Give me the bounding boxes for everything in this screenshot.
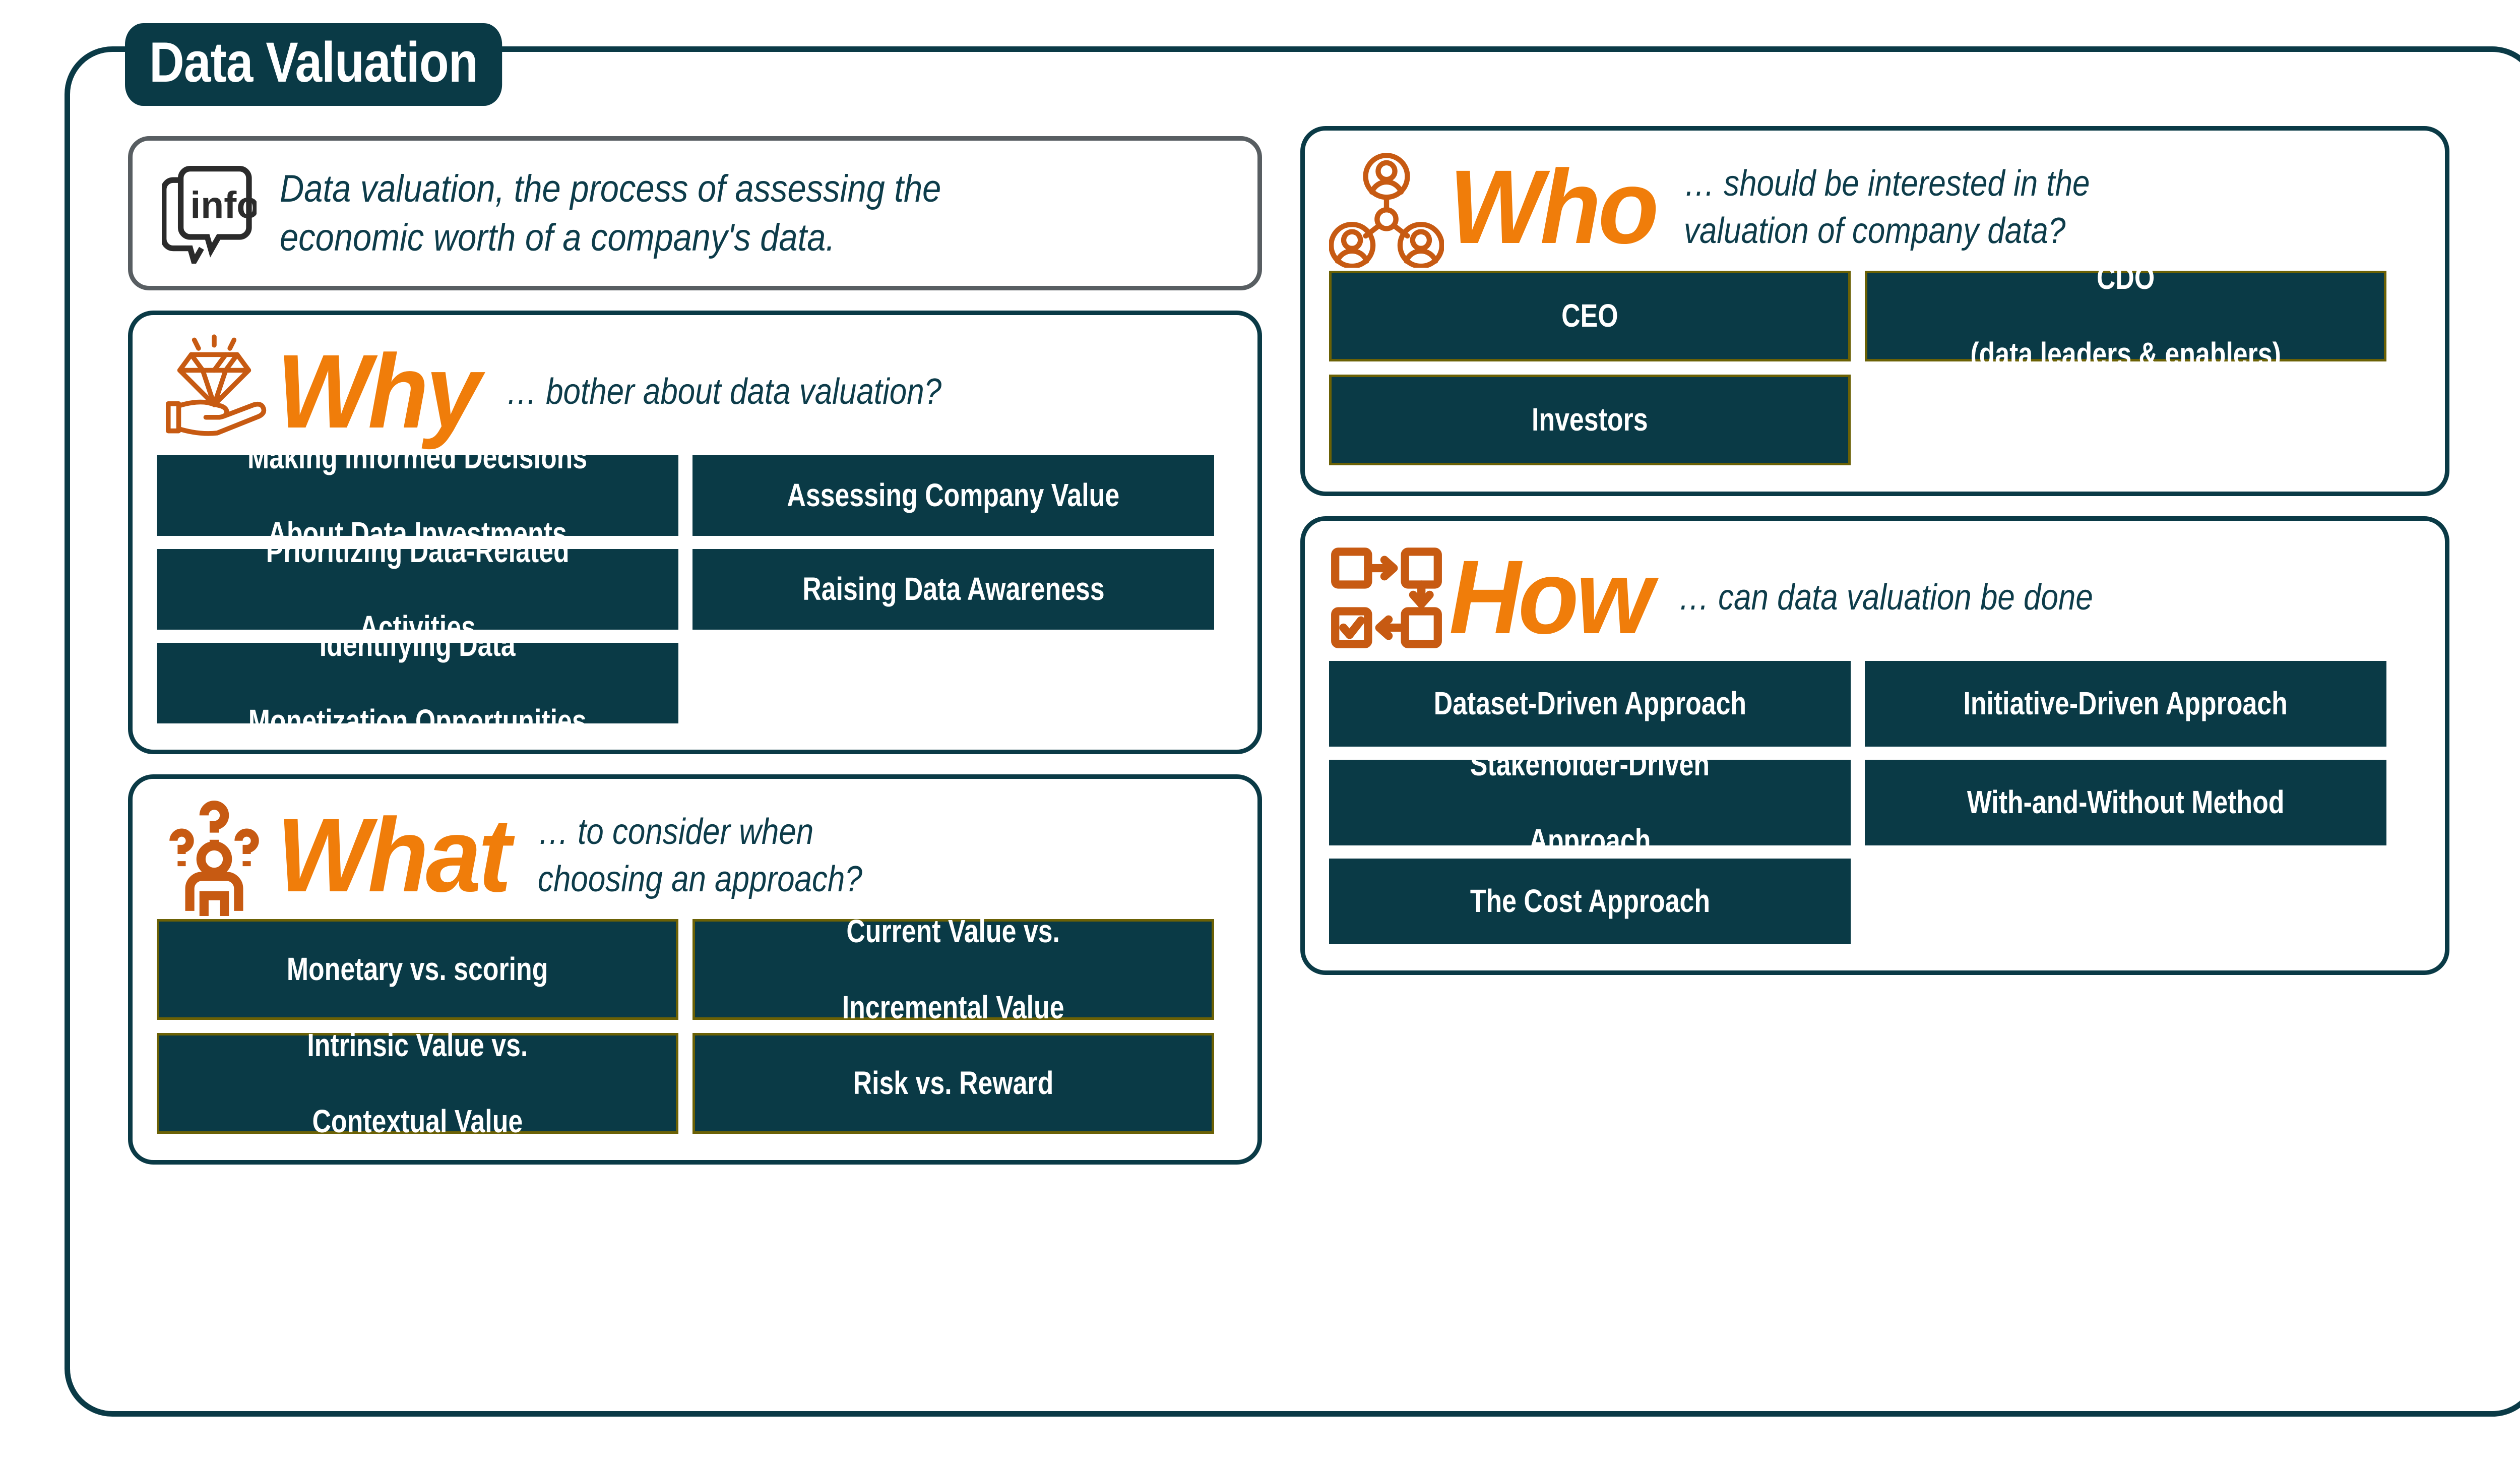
section-subtitle-what: … to consider when choosing an approach?: [538, 809, 862, 903]
info-text-line-1: Data valuation, the process of assessing…: [280, 167, 941, 210]
page-title: Data Valuation: [125, 23, 502, 106]
tile-line: Intrinsic Value vs.: [307, 1026, 528, 1063]
info-speech-bubble-icon: info: [161, 163, 260, 269]
section-subtitle-how: … can data valuation be done: [1678, 577, 2093, 618]
tile-raising-data-awareness[interactable]: Raising Data Awareness: [692, 549, 1214, 630]
tile-grid-how: Dataset-Driven Approach Initiative-Drive…: [1305, 661, 2445, 968]
spacer: [1300, 496, 2449, 516]
tile-grid-what: Monetary vs. scoring Current Value vs. In…: [133, 913, 1257, 1158]
section-subtitle-why: … bother about data valuation?: [506, 372, 942, 412]
tile-ceo[interactable]: CEO: [1329, 271, 1851, 361]
tile-line: Making Informed Decisions: [247, 439, 588, 475]
subtitle-line: … should be interested in the: [1684, 163, 2090, 204]
tile-line: (data leaders & enablers): [1970, 335, 2281, 372]
section-header-who: Who … should be interested in the valuat…: [1305, 131, 2445, 271]
tile-cdo[interactable]: CDO (data leaders & enablers): [1865, 260, 2386, 372]
tile-line: Risk vs. Reward: [853, 1065, 1054, 1102]
tile-line: Assessing Company Value: [787, 477, 1120, 514]
process-flow-checkmark-icon: [1329, 538, 1444, 658]
subtitle-line: valuation of company data?: [1684, 211, 2066, 251]
spacer: [128, 290, 1262, 311]
section-word-who: Who: [1449, 149, 1659, 266]
svg-text:info: info: [190, 184, 257, 226]
tile-line: Incremental Value: [842, 989, 1064, 1025]
tile-line: Raising Data Awareness: [802, 571, 1105, 607]
tile-line: With-and-Without Method: [1967, 784, 2285, 821]
tile-with-and-without-method[interactable]: With-and-Without Method: [1865, 760, 2386, 845]
left-column: info Data valuation, the process of asse…: [128, 136, 1262, 1165]
tile-line: The Cost Approach: [1470, 883, 1710, 920]
tile-line: Current Value vs.: [846, 912, 1060, 949]
section-header-how: How … can data valuation be done: [1305, 521, 2445, 661]
tile-line: Monetary vs. scoring: [287, 951, 548, 988]
section-word-why: Why: [277, 333, 481, 451]
tile-grid-who: CEO CDO (data leaders & enablers) Investo…: [1305, 260, 2445, 490]
tile-line: Contextual Value: [312, 1103, 523, 1139]
tile-line: Activities: [359, 608, 476, 645]
tile-line: Prioritizing Data-Related: [266, 532, 570, 569]
section-subtitle-who: … should be interested in the valuation …: [1684, 160, 2090, 255]
tile-line: CEO: [1561, 297, 1618, 334]
section-panel-why: Why … bother about data valuation? Makin…: [128, 311, 1262, 754]
tile-line: Identifying Data: [320, 626, 516, 663]
tile-line: Dataset-Driven Approach: [1433, 685, 1746, 722]
section-header-why: Why … bother about data valuation?: [133, 315, 1257, 455]
spacer: [128, 754, 1262, 774]
info-text: Data valuation, the process of assessing…: [280, 164, 1031, 263]
subtitle-line: choosing an approach?: [538, 859, 863, 899]
tile-investors[interactable]: Investors: [1329, 375, 1851, 465]
section-header-what: What … to consider when choosing an appr…: [133, 779, 1257, 919]
section-panel-what: What … to consider when choosing an appr…: [128, 774, 1262, 1165]
diamond-in-hand-icon: [157, 332, 272, 452]
tile-risk-vs-reward[interactable]: Risk vs. Reward: [692, 1033, 1214, 1134]
tile-line: Approach: [1529, 822, 1651, 859]
info-text-line-2: economic worth of a company's data.: [280, 216, 835, 259]
section-word-how: How: [1449, 539, 1654, 656]
tile-assessing-company-value[interactable]: Assessing Company Value: [692, 455, 1214, 536]
tile-initiative-driven-approach[interactable]: Initiative-Driven Approach: [1865, 661, 2386, 747]
tile-line: About Data Investments: [268, 515, 568, 552]
tile-line: Stakeholder-Driven: [1470, 746, 1710, 782]
subtitle-line: … to consider when: [538, 812, 814, 852]
tile-line: Monetization Opportunities: [248, 702, 587, 739]
tile-dataset-driven-approach[interactable]: Dataset-Driven Approach: [1329, 661, 1851, 747]
section-word-what: What: [277, 797, 512, 915]
section-panel-who: Who … should be interested in the valuat…: [1300, 126, 2449, 496]
tile-line: Investors: [1532, 401, 1648, 438]
tile-current-value-vs-incremental-value[interactable]: Current Value vs. Incremental Value: [692, 913, 1214, 1025]
right-column: Who … should be interested in the valuat…: [1300, 126, 2449, 975]
info-panel: info Data valuation, the process of asse…: [128, 136, 1262, 290]
tile-the-cost-approach[interactable]: The Cost Approach: [1329, 859, 1851, 944]
people-network-icon: [1328, 148, 1445, 269]
tile-line: CDO: [2096, 259, 2155, 296]
tile-line: Initiative-Driven Approach: [1963, 685, 2288, 722]
person-with-question-marks-icon: [157, 796, 272, 916]
tile-monetary-vs-scoring[interactable]: Monetary vs. scoring: [157, 919, 678, 1020]
tile-intrinsic-value-vs-contextual-value[interactable]: Intrinsic Value vs. Contextual Value: [157, 1027, 678, 1139]
section-panel-how: How … can data valuation be done Dataset…: [1300, 516, 2449, 975]
